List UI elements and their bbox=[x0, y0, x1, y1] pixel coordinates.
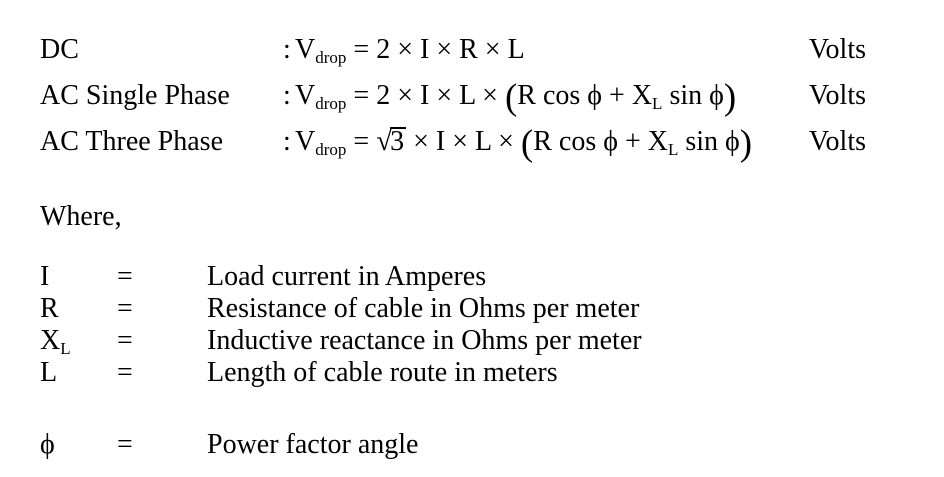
drop-subscript: drop bbox=[315, 140, 347, 159]
formula-row-ac-three-phase: AC Three Phase : Vdrop = √3 × I × L × (R… bbox=[40, 125, 866, 171]
definition-text: Resistance of cable in Ohms per meter bbox=[207, 293, 640, 324]
where-heading: Where, bbox=[40, 201, 122, 232]
symbol: XL bbox=[40, 325, 71, 358]
reactance-subscript: L bbox=[667, 140, 679, 159]
symbol: R bbox=[40, 293, 59, 324]
open-paren: ( bbox=[520, 123, 534, 164]
formula-expression: Vdrop = 2 × I × R × L bbox=[295, 33, 809, 66]
row-label: DC bbox=[40, 34, 79, 65]
equals-sign: = bbox=[117, 429, 133, 460]
symbol: L bbox=[40, 357, 58, 388]
equals-sign: = bbox=[117, 357, 133, 388]
unit-label: Volts bbox=[808, 34, 866, 65]
equals-sign: = bbox=[117, 261, 133, 292]
page-content: DC : Vdrop = 2 × I × R × L Volts AC Sing… bbox=[40, 33, 866, 461]
definition-row-length: L = Length of cable route in meters bbox=[40, 357, 866, 389]
drop-subscript: drop bbox=[315, 48, 347, 67]
definition-row-reactance: XL = Inductive reactance in Ohms per met… bbox=[40, 325, 866, 357]
paren-terms: R cos ϕ + X bbox=[517, 80, 653, 111]
formula-terms: × I × L × bbox=[406, 126, 521, 157]
paren-terms: sin ϕ bbox=[678, 126, 740, 157]
voltage-variable: V bbox=[295, 80, 316, 111]
symbol: I bbox=[40, 261, 50, 292]
formula-table: DC : Vdrop = 2 × I × R × L Volts AC Sing… bbox=[40, 33, 866, 171]
row-label: AC Single Phase bbox=[40, 80, 230, 111]
drop-subscript: drop bbox=[315, 94, 347, 113]
definition-row-power-factor-angle: ϕ = Power factor angle bbox=[40, 429, 866, 461]
definition-row-current: I = Load current in Amperes bbox=[40, 261, 866, 293]
formula-expression: Vdrop = √3 × I × L × (R cos ϕ + XL sin ϕ… bbox=[295, 125, 809, 162]
unit-label: Volts bbox=[808, 80, 866, 111]
close-paren: ) bbox=[723, 77, 737, 118]
definition-text: Power factor angle bbox=[207, 429, 419, 460]
formula-terms: = 2 × I × R × L bbox=[346, 34, 525, 65]
paren-terms: sin ϕ bbox=[662, 80, 724, 111]
formula-terms: = bbox=[346, 126, 377, 157]
definition-text: Inductive reactance in Ohms per meter bbox=[207, 325, 642, 356]
voltage-variable: V bbox=[295, 126, 316, 157]
square-root-sign: √ bbox=[376, 125, 393, 157]
formula-expression: Vdrop = 2 × I × L × (R cos ϕ + XL sin ϕ) bbox=[295, 79, 809, 116]
row-separator: : bbox=[283, 80, 291, 111]
definition-row-resistance: R = Resistance of cable in Ohms per mete… bbox=[40, 293, 866, 325]
formula-terms: = 2 × I × L × bbox=[346, 80, 505, 111]
equals-sign: = bbox=[117, 325, 133, 356]
close-paren: ) bbox=[739, 123, 753, 164]
formula-row-ac-single-phase: AC Single Phase : Vdrop = 2 × I × L × (R… bbox=[40, 79, 866, 125]
symbol: ϕ bbox=[40, 429, 55, 460]
paren-terms: R cos ϕ + X bbox=[533, 126, 668, 157]
formula-row-dc: DC : Vdrop = 2 × I × R × L Volts bbox=[40, 33, 866, 79]
definitions-list: I = Load current in Amperes R = Resistan… bbox=[40, 261, 866, 461]
row-separator: : bbox=[283, 34, 291, 65]
reactance-subscript: L bbox=[652, 94, 663, 113]
unit-label: Volts bbox=[808, 126, 866, 157]
row-label: AC Three Phase bbox=[40, 126, 223, 157]
radicand: 3 bbox=[390, 126, 407, 157]
definition-text: Load current in Amperes bbox=[207, 261, 487, 292]
equals-sign: = bbox=[117, 293, 133, 324]
definition-text: Length of cable route in meters bbox=[207, 357, 558, 388]
row-separator: : bbox=[283, 126, 291, 157]
voltage-variable: V bbox=[295, 34, 316, 65]
open-paren: ( bbox=[504, 77, 518, 118]
